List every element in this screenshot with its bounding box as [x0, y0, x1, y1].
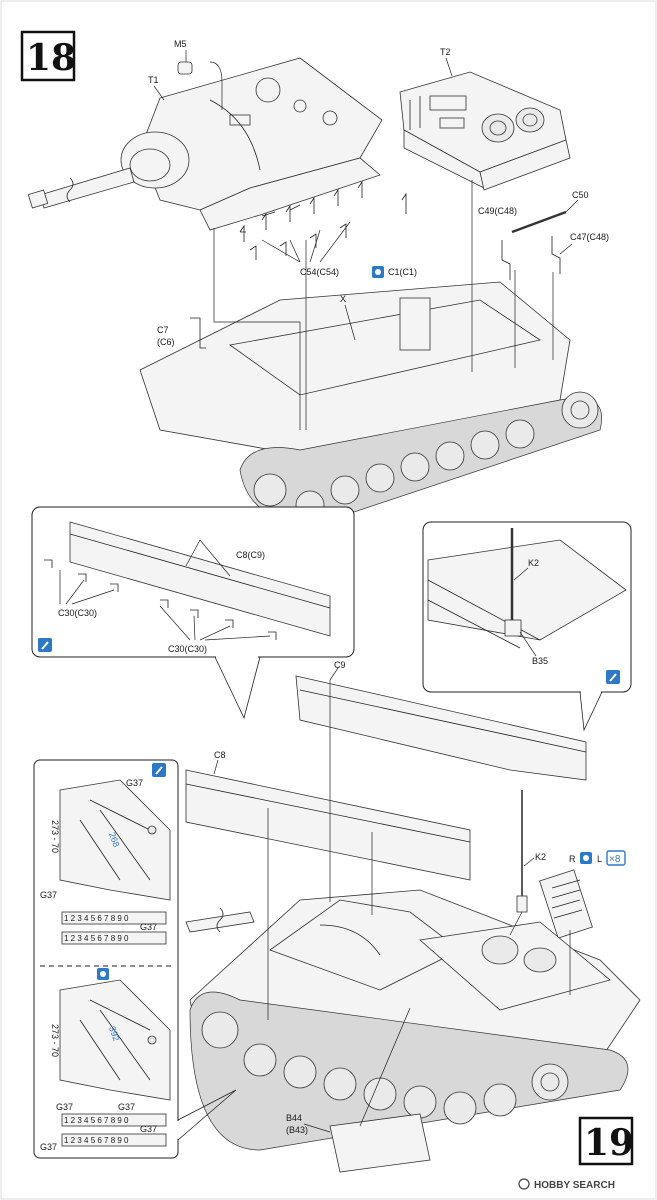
label-k2-top: K2	[528, 558, 539, 568]
label-c8: C8	[214, 750, 226, 760]
label-c54: C54(C54)	[300, 267, 339, 277]
label-c30-a: C30(C30)	[58, 608, 97, 618]
completed-vehicle	[185, 889, 641, 1151]
label-x: X	[340, 294, 346, 304]
scale-b: 1 2 3 4 5 6 7 8 9 0	[64, 934, 129, 943]
label-g37-f: G37	[140, 1124, 157, 1134]
repeat-indicator: R L ×8	[569, 850, 626, 866]
part-c47: C47(C48)	[551, 232, 609, 274]
label-g37-e: G37	[118, 1102, 135, 1112]
step-number-18: 18	[20, 30, 76, 82]
label-c1: C1(C1)	[388, 267, 417, 277]
svg-text:B44: B44	[286, 1113, 302, 1123]
label-code-a: 273 - 70	[50, 820, 60, 853]
glue-icon	[580, 852, 592, 864]
svg-text:C47(C48): C47(C48)	[570, 232, 609, 242]
callout-antenna-mount	[422, 521, 632, 732]
svg-text:(C6): (C6)	[157, 337, 175, 347]
label-g37-g: G37	[40, 1142, 57, 1152]
step-number-19: 19	[578, 1116, 634, 1166]
svg-text:R: R	[569, 854, 576, 864]
hull-upper-assembly	[139, 281, 602, 522]
label-g37-d: G37	[56, 1102, 73, 1112]
svg-text:HOBBY SEARCH: HOBBY SEARCH	[534, 1180, 615, 1191]
side-skirt-c9	[295, 667, 587, 781]
bracket-strip	[539, 869, 593, 939]
svg-text:268: 268	[107, 831, 122, 849]
callout-decal-placement: 268 392	[33, 759, 237, 1159]
svg-text:C50: C50	[572, 190, 589, 200]
label-c30-b: C30(C30)	[168, 644, 207, 654]
svg-text:C7: C7	[157, 325, 169, 335]
svg-text:L: L	[597, 854, 602, 864]
part-c50: C50	[511, 190, 589, 234]
paint-brush-icon	[606, 670, 620, 684]
repeat-icon: ×8	[606, 850, 626, 866]
scale-d: 1 2 3 4 5 6 7 8 9 0	[64, 1136, 129, 1145]
label-b35: B35	[532, 656, 548, 666]
svg-text:×8: ×8	[609, 854, 621, 865]
part-b44: B44 (B43)	[286, 1007, 431, 1173]
paint-brush-icon	[152, 763, 166, 777]
label-g37-c: G37	[140, 922, 157, 932]
svg-text:18: 18	[26, 37, 76, 79]
glue-icon	[372, 266, 384, 278]
brackets-c54	[239, 180, 407, 263]
svg-text:K2: K2	[535, 852, 546, 862]
watermark-logo: HOBBY SEARCH	[518, 1178, 615, 1191]
part-c49: C49(C48)	[478, 206, 517, 280]
svg-text:C49(C48): C49(C48)	[478, 206, 517, 216]
antenna-k2: K2	[516, 790, 546, 913]
label-c9: C9	[334, 660, 346, 670]
svg-text:392: 392	[107, 1025, 122, 1043]
part-c7: C7 (C6)	[157, 317, 206, 349]
superstructure-t1	[27, 57, 383, 231]
paint-brush-icon	[38, 638, 52, 652]
svg-text:19: 19	[584, 1122, 634, 1164]
svg-text:(B43): (B43)	[286, 1125, 308, 1135]
part-m5: M5	[174, 39, 193, 75]
label-g37-a: G37	[126, 778, 143, 788]
engine-deck-t2	[399, 71, 571, 191]
glue-icon	[97, 968, 109, 980]
label-t1: T1	[148, 75, 159, 85]
scale-c: 1 2 3 4 5 6 7 8 9 0	[64, 1116, 129, 1125]
label-c8c9: C8(C9)	[236, 550, 265, 560]
label-code-b: 273 - 70	[50, 1024, 60, 1057]
callout-side-skirt-brackets	[31, 506, 355, 720]
scale-a: 1 2 3 4 5 6 7 8 9 0	[64, 914, 129, 923]
label-g37-b: G37	[40, 890, 57, 900]
svg-text:M5: M5	[174, 39, 187, 49]
side-skirt-c8	[185, 759, 471, 881]
label-t2: T2	[440, 47, 451, 57]
